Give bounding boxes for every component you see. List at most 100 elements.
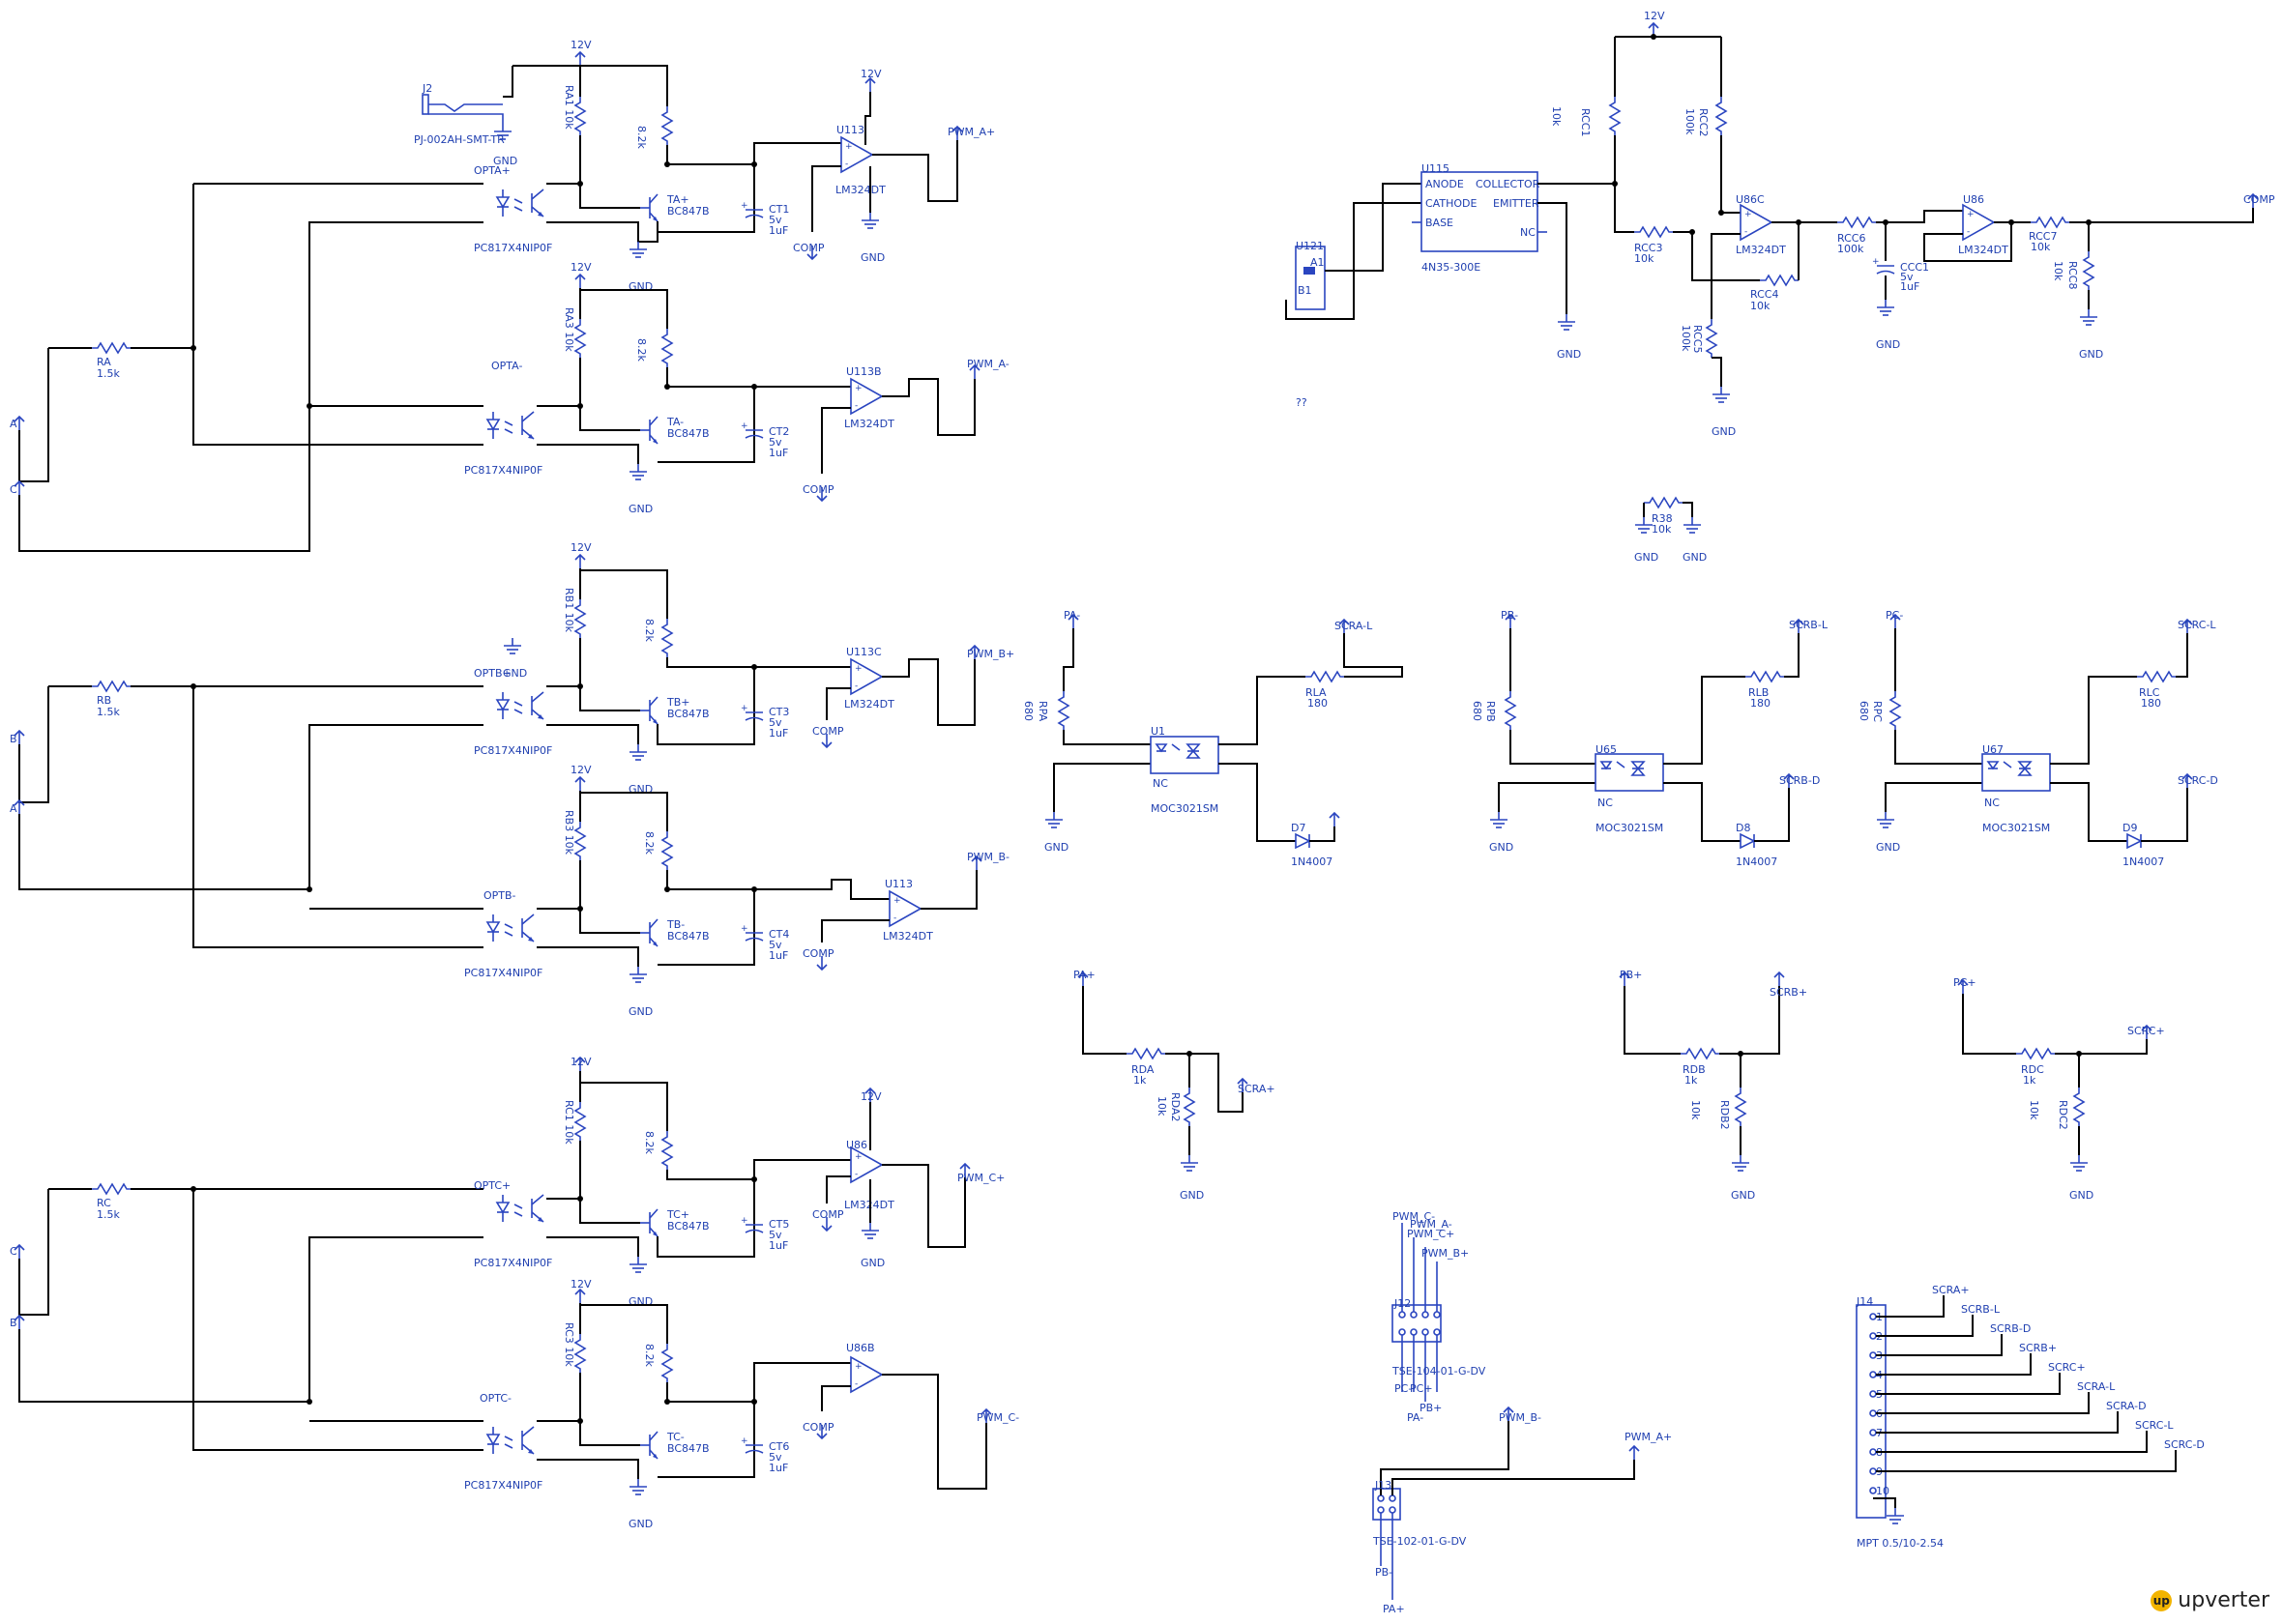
u113-part: LM324DT (835, 184, 886, 196)
rla-value: 180 (1307, 697, 1328, 710)
gate-network-c: PC+ RDC 1k SCRC+ RDC2 10k GND (1953, 976, 2165, 1202)
scr-driver-a: PA- RPA 680 GND U1 NC MOC3021SM RLA 180 … (1022, 609, 1403, 868)
ct3-label: CT3 (769, 706, 789, 718)
j13-ref: J13 (1374, 1479, 1391, 1492)
rdb2-label: RDB2 (1718, 1100, 1731, 1130)
r2-b2-label: 8.2k (643, 831, 656, 855)
rb3-label: RB3 10k (563, 810, 575, 856)
rdc2-gnd: GND (2069, 1189, 2093, 1202)
v12-label-b: 12V (571, 541, 592, 554)
pwm-b-pos: PWM_B+ (967, 648, 1014, 660)
u115-pin-cathode: CATHODE (1425, 197, 1477, 210)
u86-comp-label: U86 (1963, 193, 1984, 206)
ra3-label: RA3 10k (563, 307, 575, 352)
j14-wire (1876, 1334, 2003, 1356)
j14-wire (1876, 1411, 2119, 1434)
ct6-c: 1uF (769, 1462, 788, 1474)
ct1-c: 1uF (769, 224, 788, 237)
rda2-value: 10k (1156, 1096, 1168, 1116)
tb-pos-label: TB+ (666, 696, 689, 709)
ccc1-gnd: GND (1876, 338, 1900, 351)
rcc5-gnd: GND (1712, 425, 1736, 438)
input-a2-label: A (10, 802, 17, 815)
ct2-label: CT2 (769, 425, 789, 438)
u113-label: U113 (836, 124, 864, 136)
j14-wire (1876, 1450, 2177, 1472)
d9-label: D9 (2122, 822, 2137, 834)
optb-neg-part: PC817X4NIP0F (464, 967, 542, 979)
u1-nc: NC (1153, 777, 1168, 790)
r38-gnd2: GND (1683, 551, 1707, 564)
rcc1-label: RCC1 (1579, 108, 1592, 136)
j14-sig-label: SCRB+ (2019, 1342, 2057, 1354)
comp-label-2: COMP (803, 483, 834, 496)
v12-label-c: 12V (571, 1056, 592, 1068)
tc-pos-part: BC847B (667, 1220, 710, 1232)
u115-pin-nc: NC (1520, 226, 1536, 239)
u65-part: MOC3021SM (1595, 822, 1663, 834)
u67-nc: NC (1984, 797, 2000, 809)
pc-pos-label: PC+ (1953, 976, 1976, 989)
rcc7-label: RCC7 (2029, 230, 2057, 243)
u86b-label: U86B (846, 1342, 875, 1354)
tc-neg-label: TC- (666, 1431, 685, 1443)
u115-part: 4N35-300E (1421, 261, 1480, 274)
j12-top-3: PWM_B+ (1421, 1247, 1469, 1260)
d8-label: D8 (1736, 822, 1750, 834)
ra-ref: RA (97, 356, 111, 368)
j14-wire (1876, 1315, 1974, 1337)
j14-part: MPT 0.5/10-2.54 (1857, 1537, 1944, 1550)
u1-part: MOC3021SM (1151, 802, 1218, 815)
opta-neg-label: OPTA- (491, 360, 522, 372)
rcc7-value: 10k (2031, 241, 2051, 253)
ra-value: 1.5k (97, 367, 120, 380)
u113c-label: U113C (846, 646, 882, 658)
rpb-label: RPB (1484, 701, 1497, 722)
ct1-label: CT1 (769, 203, 789, 216)
d9-part: 1N4007 (2122, 856, 2164, 868)
j14-wire (1876, 1392, 2090, 1414)
rcc8-label: RCC8 (2066, 261, 2079, 289)
rda-value: 1k (1133, 1074, 1147, 1087)
upverter-logo: up upverter (2151, 1588, 2269, 1612)
ccc1-v: 5v (1900, 271, 1914, 283)
j14-sig-label: SCRC-D (2164, 1438, 2205, 1451)
j13-sig-1: PWM_A+ (1624, 1431, 1672, 1443)
r38-gnd1: GND (1634, 551, 1658, 564)
u115-box (1420, 171, 1538, 252)
r38-value: 10k (1652, 523, 1672, 536)
input-b2-label: B (10, 1317, 17, 1329)
comp-label: COMP (793, 242, 825, 254)
scrb-pos-label: SCRB+ (1770, 986, 1807, 999)
j14-sig-label: SCRB-L (1961, 1303, 2001, 1316)
rdc-label: RDC (2021, 1063, 2044, 1076)
rcc4-value: 10k (1750, 300, 1771, 312)
rb-value: 1.5k (97, 706, 120, 718)
tb-pos-part: BC847B (667, 708, 710, 720)
rlb-value: 180 (1750, 697, 1771, 710)
j14-wire (1876, 1431, 2148, 1453)
rpc-label: RPC (1871, 701, 1884, 722)
pa-neg-label: PA- (1064, 609, 1080, 622)
rda2-gnd: GND (1180, 1189, 1204, 1202)
u113b-part: LM324DT (844, 418, 894, 430)
d7-part: 1N4007 (1291, 856, 1332, 868)
rb1-label: RB1 10k (563, 588, 575, 633)
pwm-b-neg: PWM_B- (967, 851, 1010, 863)
j2-gnd: GND (493, 155, 517, 167)
j2-part: PJ-002AH-SMT-TR (414, 133, 505, 146)
u113-gnd: GND (861, 251, 885, 264)
j12-top-2: PWM_C+ (1407, 1228, 1454, 1240)
opta-pos-part: PC817X4NIP0F (474, 242, 552, 254)
u115-pin-base: BASE (1425, 217, 1453, 229)
j12-top-0: PWM_C- (1392, 1210, 1435, 1223)
rpc-value: 680 (1858, 701, 1870, 721)
tb-neg-label: TB- (666, 918, 685, 931)
j12-bot-1: PC+ (1410, 1382, 1433, 1395)
optb-gnd: GND (503, 667, 527, 680)
comp-v12: 12V (1644, 10, 1665, 22)
scrc-d-label: SCRC-D (2178, 774, 2218, 787)
tb-neg-part: BC847B (667, 930, 710, 942)
rlc-value: 180 (2141, 697, 2161, 710)
gate-network-b: PB+ RDB 1k SCRB+ RDB2 10k GND (1619, 969, 1807, 1202)
